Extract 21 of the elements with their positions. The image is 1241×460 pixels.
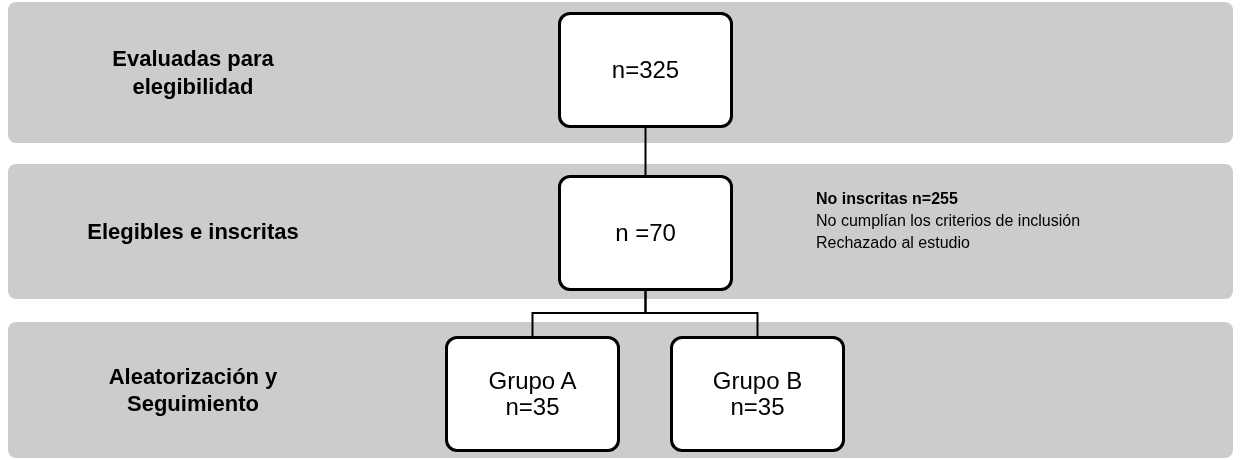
connector-line bbox=[644, 290, 759, 337]
count-text: Grupo B bbox=[712, 368, 803, 394]
count-text: n=35 bbox=[730, 394, 785, 420]
stage-band bbox=[8, 322, 1233, 458]
exclusion-note: No cumplían los criterios de inclusión bbox=[816, 211, 1081, 231]
exclusion-note: Rechazado al estudio bbox=[816, 233, 971, 253]
count-box bbox=[558, 175, 733, 291]
count-text: n =70 bbox=[615, 220, 676, 246]
stage-heading: Evaluadas para elegibilidad bbox=[111, 45, 275, 100]
count-text: Grupo A bbox=[488, 368, 577, 394]
stage-heading: Elegibles e inscritas bbox=[87, 217, 299, 246]
stage-band bbox=[8, 2, 1233, 143]
count-box bbox=[445, 336, 620, 452]
count-text: n=35 bbox=[505, 394, 560, 420]
stage-band bbox=[8, 164, 1233, 299]
count-box bbox=[670, 336, 845, 452]
connector-line bbox=[644, 127, 647, 176]
stage-heading: Aleatorización y Seguimiento bbox=[107, 362, 279, 418]
count-box bbox=[558, 12, 733, 128]
exclusion-note: No inscritas n=255 bbox=[816, 189, 959, 209]
count-text: n=325 bbox=[611, 57, 680, 83]
